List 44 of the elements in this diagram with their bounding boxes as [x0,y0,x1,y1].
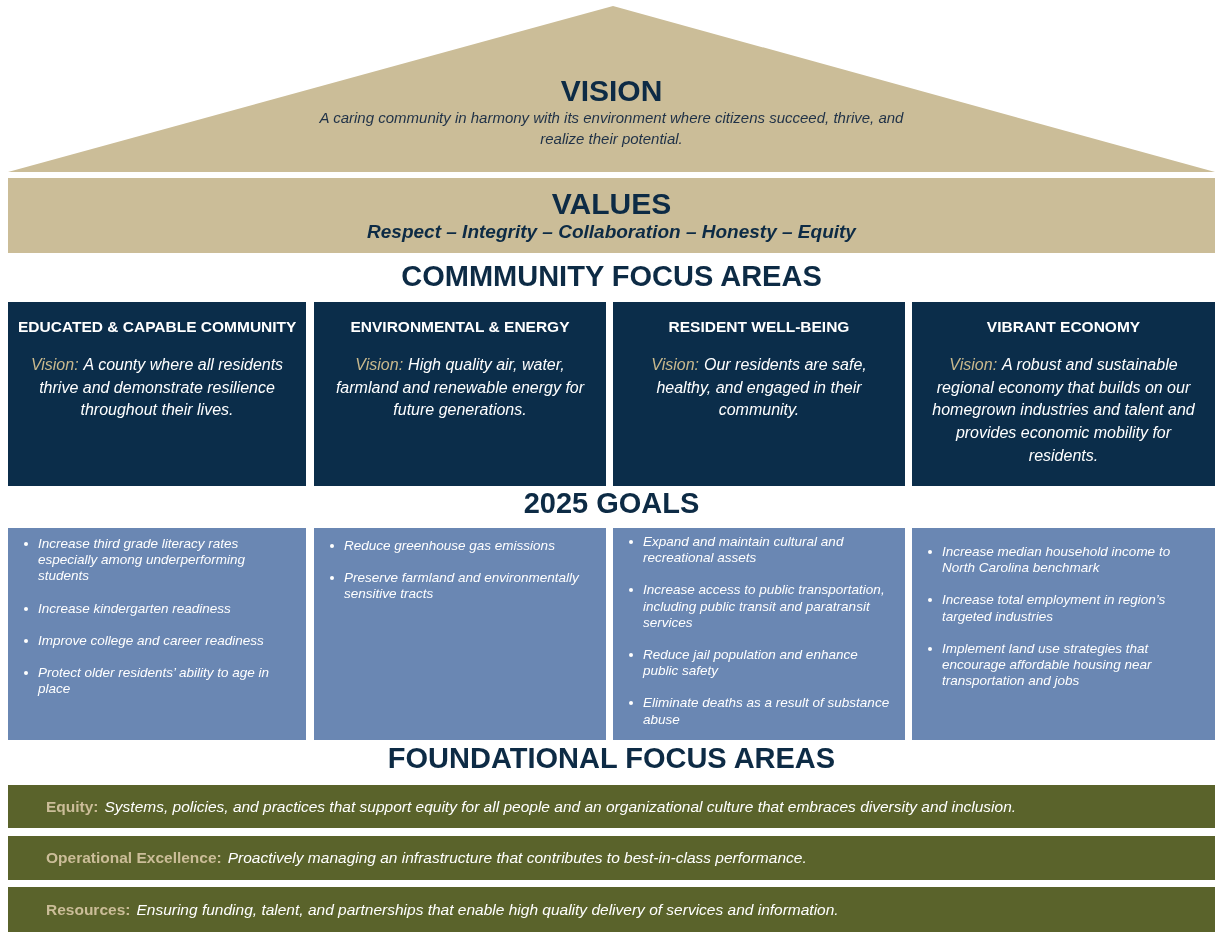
focus-area-card [613,302,905,486]
goal-text: Increase access to public transportation, including public transit and paratransit services [643,582,885,630]
goal-text: Expand and maintain cultural and recreational assets [643,534,844,566]
values-list: Respect – Integrity – Collaboration – Honesty – Equity [367,221,856,244]
section-heading: 2025 GOALS [523,487,700,519]
vision-statement: A caring community in harmony with its environment where citizens succeed, thrive, and realize their potential. [318,107,905,150]
goals-panel [8,528,306,740]
vision-text: Vision: A county where all residents thrive and demonstrate resilience throughout their lives. [29,355,285,421]
card-title: VIBRANT ECONOMY [985,318,1142,336]
section-title: VALUES [551,187,672,220]
focus-area-card [8,302,306,486]
foundation-bar [8,836,1215,880]
card-title: RESIDENT WELL-BEING [667,318,851,336]
goal-text: Reduce jail population and enhance public safety [643,646,858,679]
card-title: EDUCATED & CAPABLE COMMUNITY [18,318,296,336]
goals-panel [613,528,905,740]
goal-text: Protect older residents’ ability to age in place [38,664,270,697]
goal-text: Eliminate deaths as a result of substance abuse [643,695,890,727]
vision-text: Vision: Our residents are safe, healthy, and engaged in their community. [650,355,868,421]
section-heading: FOUNDATIONAL FOCUS AREAS [387,742,836,774]
section-title: VISION [560,75,663,107]
goals-panel [912,528,1215,740]
focus-area-card [314,302,606,486]
values-band [8,178,1215,253]
goal-text: Increase total employment in region’s targeted industries [942,592,1166,624]
goal-text: Implement land use strategies that encourage affordable housing near transportation and jobs [942,640,1152,689]
foundation-text: Operational Excellence: Proactively managing an infrastructure that contributes to best-in-class performance. [46,849,807,867]
vision-text: Vision: A robust and sustainable regional economy that builds on our homegrown industries and talent and provides economic mobility for residents. [931,355,1196,466]
goal-text: Preserve farmland and environmentally sensitive tracts [344,570,579,602]
vision-text: Vision: High quality air, water, farmland and renewable energy for future generations. [334,355,586,421]
goals-panel [314,528,606,740]
goal-text: Increase third grade literacy rates especially among underperforming students [38,536,246,584]
goal-text: Reduce greenhouse gas emissions [344,538,555,553]
goal-text: Increase median household income to North Carolina benchmark [942,544,1171,576]
focus-area-card [912,302,1215,486]
section-heading: COMMMUNITY FOCUS AREAS [401,260,822,292]
roof-banner [8,6,1215,174]
goal-text: Increase kindergarten readiness [38,600,231,616]
card-title: ENVIRONMENTAL & ENERGY [349,318,571,336]
goal-text: Improve college and career readiness [38,632,264,648]
foundation-bar [8,887,1215,932]
foundation-bar [8,785,1215,828]
foundation-text: Equity: Systems, policies, and practices that support equity for all people and an organizational culture that embraces diversity and inclusion. [46,797,1017,816]
foundation-text: Resources: Ensuring funding, talent, and partnerships that enable high quality delivery of services and information. [46,900,839,919]
